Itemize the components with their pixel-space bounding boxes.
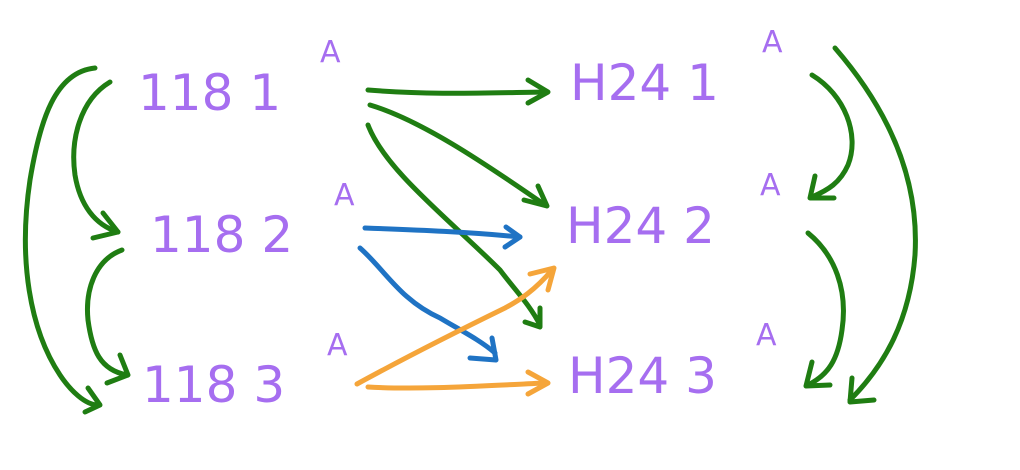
edge-118-1-to-h24-1	[365, 77, 551, 106]
node-h24-2: H24 2 A	[566, 168, 781, 255]
node-118-3-label: 118 3	[142, 356, 285, 414]
node-118-1-label: 118 1	[138, 64, 281, 122]
edge-118-1-to-118-2	[71, 79, 121, 241]
edge-118-1-to-h24-2	[367, 102, 550, 209]
edge-118-2-to-h24-3	[357, 245, 499, 363]
node-h24-1-superscript: A	[762, 25, 783, 60]
edge-118-2-to-h24-2	[362, 224, 523, 250]
node-118-2-superscript: A	[334, 178, 355, 213]
edge-h24-2-to-h24-3	[803, 230, 846, 389]
node-h24-3-label: H24 3	[568, 347, 717, 405]
node-h24-2-label: H24 2	[566, 197, 715, 255]
node-118-2-label: 118 2	[150, 206, 293, 264]
node-h24-3-superscript: A	[756, 318, 777, 353]
node-h24-3: H24 3 A	[568, 318, 777, 405]
node-118-1: 118 1 A	[138, 35, 341, 122]
edge-118-1-to-118-3	[22, 65, 103, 415]
node-h24-2-superscript: A	[760, 168, 781, 203]
edge-118-1-to-h24-3	[365, 122, 543, 330]
node-118-2: 118 2 A	[150, 178, 355, 264]
edge-h24-1-to-h24-2	[807, 72, 855, 201]
node-118-3: 118 3 A	[142, 328, 348, 414]
edge-118-3-to-h24-2	[354, 265, 557, 387]
edge-118-2-to-118-3	[84, 247, 131, 386]
node-h24-1: H24 1 A	[570, 25, 783, 112]
node-118-3-superscript: A	[327, 328, 348, 363]
edge-h24-1-to-h24-3	[832, 45, 918, 405]
node-h24-1-label: H24 1	[570, 54, 719, 112]
node-118-1-superscript: A	[320, 35, 341, 70]
edge-118-3-to-h24-3	[365, 369, 551, 397]
